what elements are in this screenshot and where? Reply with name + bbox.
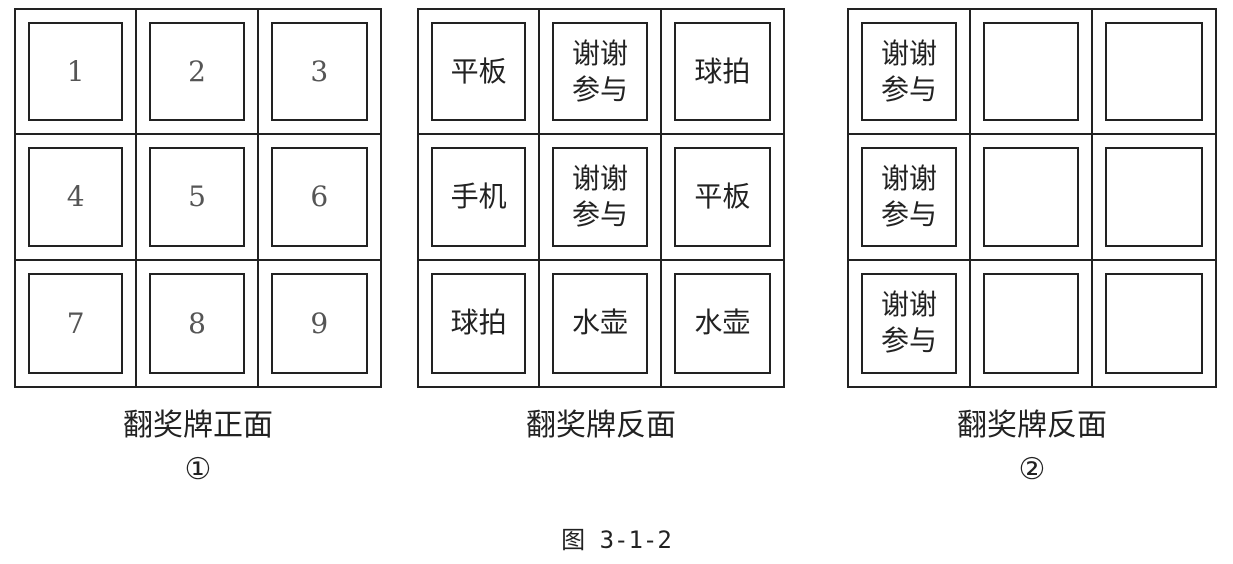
prize-label: 水壶 (694, 306, 751, 340)
card-number: 3 (310, 55, 329, 89)
prize-card: 4 (28, 147, 124, 247)
board-cell: 2 (137, 10, 259, 136)
board-cell: 4 (16, 135, 138, 261)
prize-card-blank (1105, 272, 1203, 374)
card-number: 2 (188, 55, 206, 89)
board-cell: 3 (258, 10, 380, 136)
prize-board-front: 1 2 3 4 5 6 7 8 9 (14, 8, 382, 388)
card-number: 9 (310, 306, 329, 340)
board-cell: 平板 (661, 135, 783, 261)
card-number: 4 (66, 180, 85, 214)
card-number: 5 (188, 180, 206, 214)
board-cell: 6 (258, 135, 380, 261)
prize-card: 谢谢 参与 (861, 272, 957, 374)
board-caption-back-partial: 翻奖牌反面 (957, 408, 1107, 443)
prize-card-blank (1105, 22, 1203, 122)
prize-label: 手机 (450, 179, 507, 213)
board-cell: 7 (16, 260, 138, 386)
card-number: 8 (188, 306, 206, 340)
board-cell: 水壶 (662, 261, 783, 386)
board-cell: 平板 (419, 10, 541, 136)
prize-card: 1 (28, 22, 124, 122)
board-cell (971, 260, 1093, 386)
board-cell: 谢谢 参与 (849, 260, 971, 386)
card-number: 7 (66, 306, 85, 340)
board-cell: 谢谢 参与 (849, 135, 971, 261)
card-number: 6 (310, 180, 329, 214)
board-cell: 8 (137, 260, 259, 386)
prize-board-back: 平板 谢谢 参与 球拍 手机 谢谢 参与 平板 球拍 水壶 水壶 (417, 8, 785, 388)
prize-label: 谢谢 参与 (880, 36, 937, 106)
prize-card: 7 (28, 272, 124, 374)
prize-card: 水壶 (673, 272, 771, 374)
board-cell: 谢谢 参与 (849, 10, 971, 136)
prize-card-blank (983, 272, 1079, 374)
prize-label: 谢谢 参与 (571, 161, 628, 231)
board-cell: 1 (16, 10, 138, 136)
prize-label: 球拍 (450, 306, 507, 340)
prize-card: 5 (149, 147, 245, 247)
prize-label: 水壶 (571, 306, 628, 340)
board-cell: 球拍 (419, 260, 541, 386)
prize-card: 3 (270, 22, 368, 122)
prize-card: 9 (270, 272, 368, 374)
board-cell: 谢谢 参与 (540, 135, 662, 261)
subfigure-marker-2: ② (1018, 452, 1046, 487)
prize-card-blank (983, 22, 1079, 122)
prize-card: 球拍 (673, 22, 771, 122)
prize-card-blank (983, 147, 1079, 247)
board-cell: 手机 (419, 135, 541, 261)
board-cell (1093, 261, 1215, 386)
board-cell: 谢谢 参与 (540, 10, 662, 136)
prize-card: 谢谢 参与 (861, 147, 957, 247)
prize-card-blank (1105, 147, 1203, 247)
prize-card: 6 (270, 147, 368, 247)
board-cell: 球拍 (661, 10, 783, 136)
prize-card: 谢谢 参与 (552, 147, 648, 247)
card-number: 1 (66, 55, 85, 89)
prize-card: 谢谢 参与 (861, 22, 957, 122)
prize-label: 平板 (694, 179, 751, 213)
board-cell: 9 (259, 261, 380, 386)
board-cell (1093, 10, 1215, 136)
board-cell (1093, 135, 1215, 261)
prize-card: 水壶 (552, 272, 648, 374)
prize-card: 手机 (431, 147, 527, 247)
prize-label: 球拍 (694, 54, 751, 88)
prize-card: 平板 (673, 147, 771, 247)
subfigure-marker-1: ① (184, 452, 212, 487)
board-cell: 5 (137, 135, 259, 261)
prize-label: 平板 (450, 54, 507, 88)
prize-label: 谢谢 参与 (571, 36, 628, 106)
board-cell (971, 135, 1093, 261)
figure-label: 图 3-1-2 (561, 526, 672, 554)
prize-board-back-partial: 谢谢 参与 谢谢 参与 谢谢 参与 (847, 8, 1217, 388)
prize-card: 2 (149, 22, 245, 122)
prize-label: 谢谢 参与 (880, 288, 937, 358)
board-cell (971, 10, 1093, 136)
board-caption-back: 翻奖牌反面 (526, 408, 676, 443)
prize-card: 球拍 (431, 272, 527, 374)
board-caption-front: 翻奖牌正面 (123, 408, 273, 443)
board-cell: 水壶 (540, 260, 662, 386)
prize-card: 8 (149, 272, 245, 374)
prize-card: 平板 (431, 22, 527, 122)
prize-card: 谢谢 参与 (552, 22, 648, 122)
prize-label: 谢谢 参与 (880, 161, 937, 231)
